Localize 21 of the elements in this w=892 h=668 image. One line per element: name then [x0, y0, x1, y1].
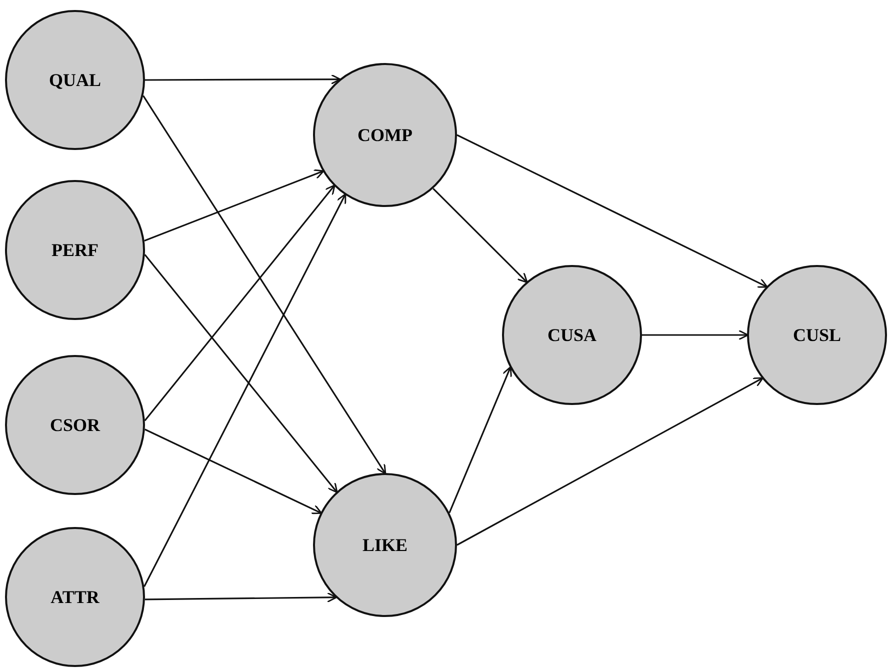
construct-label: CUSA	[547, 324, 596, 346]
arrow	[144, 184, 336, 422]
arrow	[448, 366, 512, 514]
construct-label: LIKE	[362, 534, 408, 556]
arrow	[144, 254, 338, 494]
construct-label: PERF	[52, 240, 98, 260]
arrow	[456, 134, 768, 288]
construct-label: CUSL	[792, 324, 841, 346]
arrow	[144, 193, 346, 587]
arrow	[456, 377, 764, 546]
construct-label: ATTR	[50, 586, 100, 608]
construct-label: CSOR	[50, 414, 100, 436]
arrow	[642, 330, 749, 340]
arrow	[144, 428, 322, 514]
construct-label: COMP	[358, 124, 412, 146]
arrow	[432, 188, 528, 284]
arrow	[144, 169, 324, 242]
arrow	[145, 74, 342, 85]
construct-label: QUAL	[48, 70, 101, 90]
arrow	[144, 592, 338, 603]
arrow	[142, 95, 386, 474]
